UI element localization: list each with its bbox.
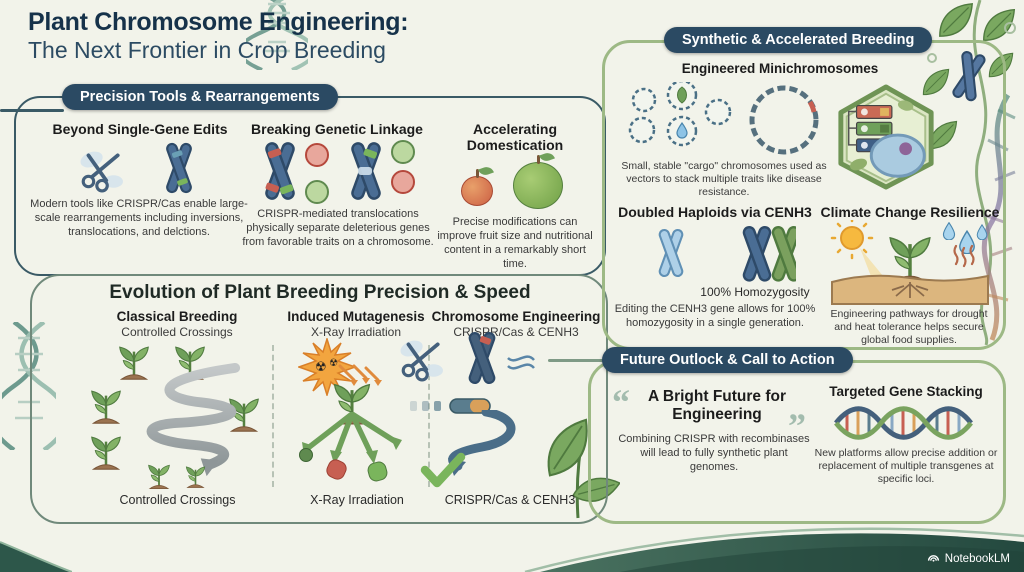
haploids-heading: Doubled Haploids via CENH3 <box>618 204 812 220</box>
dna-helix-top-icon <box>246 0 308 70</box>
evolution-title: Evolution of Plant Breeding Precision & … <box>109 282 531 303</box>
footer-wedge <box>524 527 1024 572</box>
col-mutagenesis-heading: Induced Mutagenesis <box>287 309 425 324</box>
xray-arrows-icon <box>338 364 382 386</box>
notebooklm-logo-icon <box>927 555 939 562</box>
deleterious-gene-badge <box>305 143 329 167</box>
col-classical-caption: Controlled Crossings <box>119 493 236 507</box>
svg-text:☢: ☢ <box>315 360 327 375</box>
svg-text:☢: ☢ <box>329 358 338 369</box>
card-domestication-body: Precise modifications can improve fruit … <box>437 216 593 270</box>
dna-helix-left-icon <box>2 322 56 450</box>
deleterious-gene-badge <box>391 170 415 194</box>
favorable-gene-badge <box>391 140 415 164</box>
plant-sprout-icon <box>88 430 124 471</box>
connector-line <box>548 359 604 362</box>
scissors-icon <box>78 147 124 193</box>
chromosome-icon <box>342 140 390 202</box>
homozygosity-label: 100% Homozygosity <box>700 285 810 299</box>
corner-wedge-bottom-left <box>0 541 72 572</box>
stacking-heading: Targeted Gene Stacking <box>829 384 983 399</box>
plant-sprout-icon <box>184 462 207 489</box>
card-domestication-heading: Accelerating Domestication <box>466 121 564 154</box>
minichromosomes-body: Small, stable "cargo" chromosomes used a… <box>621 160 827 199</box>
chromosome-icon <box>158 141 200 195</box>
page-title: Plant Chromosome Engineering: The Next F… <box>28 8 409 63</box>
climate-body: Engineering pathways for drought and hea… <box>830 308 988 347</box>
col-mutagenesis-caption: X-Ray Irradiation <box>310 493 404 507</box>
minichromosomes-heading: Engineered Minichromosomes <box>681 61 879 76</box>
dna-fragment-icon <box>507 355 535 370</box>
minichromosome-cluster-icon <box>628 82 819 155</box>
stacking-body: New platforms allow precise addition or … <box>814 447 998 486</box>
chromosome-icon <box>460 330 504 386</box>
plant-sprout-icon <box>88 384 124 425</box>
future-header-pill: Future Outlock & Call to Action <box>602 347 853 373</box>
chromosome-icon <box>256 140 304 202</box>
quote-heading: A Bright Future for Engineering <box>647 388 787 423</box>
col-classical-heading: Classical Breeding <box>116 309 238 324</box>
small-apple-icon <box>461 169 493 206</box>
favorable-gene-badge <box>305 180 329 204</box>
col-chromosome-eng-subheading: CRISPR/Cas & CENH3 <box>453 325 579 339</box>
col-mutagenesis-subheading: X-Ray Irradiation <box>310 325 402 339</box>
scissors-icon <box>398 336 444 382</box>
mutant-dot <box>299 448 313 462</box>
haploids-body: Editing the CENH3 gene allows for 100% h… <box>614 303 816 329</box>
dna-helix-stacking-icon <box>834 406 973 440</box>
plant-cell-icon <box>838 84 934 190</box>
open-quote-icon: “ <box>612 382 630 422</box>
checkmark-icon <box>420 452 466 488</box>
col-classical-subheading: Controlled Crossings <box>121 325 233 339</box>
card-beyond-edits-heading: Beyond Single-Gene Edits <box>52 121 228 137</box>
quote-body: Combining CRISPR with recombinases will … <box>618 433 810 473</box>
large-apple-icon <box>513 155 563 209</box>
column-divider <box>428 345 430 487</box>
plant-sprout-icon <box>146 460 172 490</box>
winding-arrow-icon <box>146 362 241 477</box>
footer-brand: NotebookLM <box>927 552 1010 565</box>
evolution-panel <box>30 274 608 524</box>
title-line-2: The Next Frontier in Crop Breeding <box>28 36 386 63</box>
col-chromosome-eng-heading: Chromosome Engineering <box>431 309 601 324</box>
title-line-1: Plant Chromosome Engineering: <box>28 8 409 36</box>
climate-heading: Climate Change Resilience <box>820 204 1000 220</box>
doubled-chromosome-pair-icon <box>718 222 796 282</box>
synthetic-header-pill: Synthetic & Accelerated Breeding <box>664 27 933 53</box>
col-chromosome-eng-caption: CRISPR/Cas & CENH3 <box>444 493 576 507</box>
close-quote-icon: ” <box>788 406 806 446</box>
card-genetic-linkage-heading: Breaking Genetic Linkage <box>251 121 423 137</box>
column-divider <box>272 345 274 487</box>
leaf-decoration-mid <box>539 418 620 519</box>
haploid-chromosome-icon <box>651 226 691 280</box>
card-beyond-edits-body: Modern tools like CRISPR/Cas enable larg… <box>30 198 248 238</box>
precision-header-pill: Precision Tools & Rearrangements <box>62 84 338 110</box>
card-genetic-linkage-body: CRISPR-mediated translocations physicall… <box>242 208 434 248</box>
climate-resilience-icon <box>830 220 989 305</box>
brand-text: NotebookLM <box>944 552 1010 565</box>
